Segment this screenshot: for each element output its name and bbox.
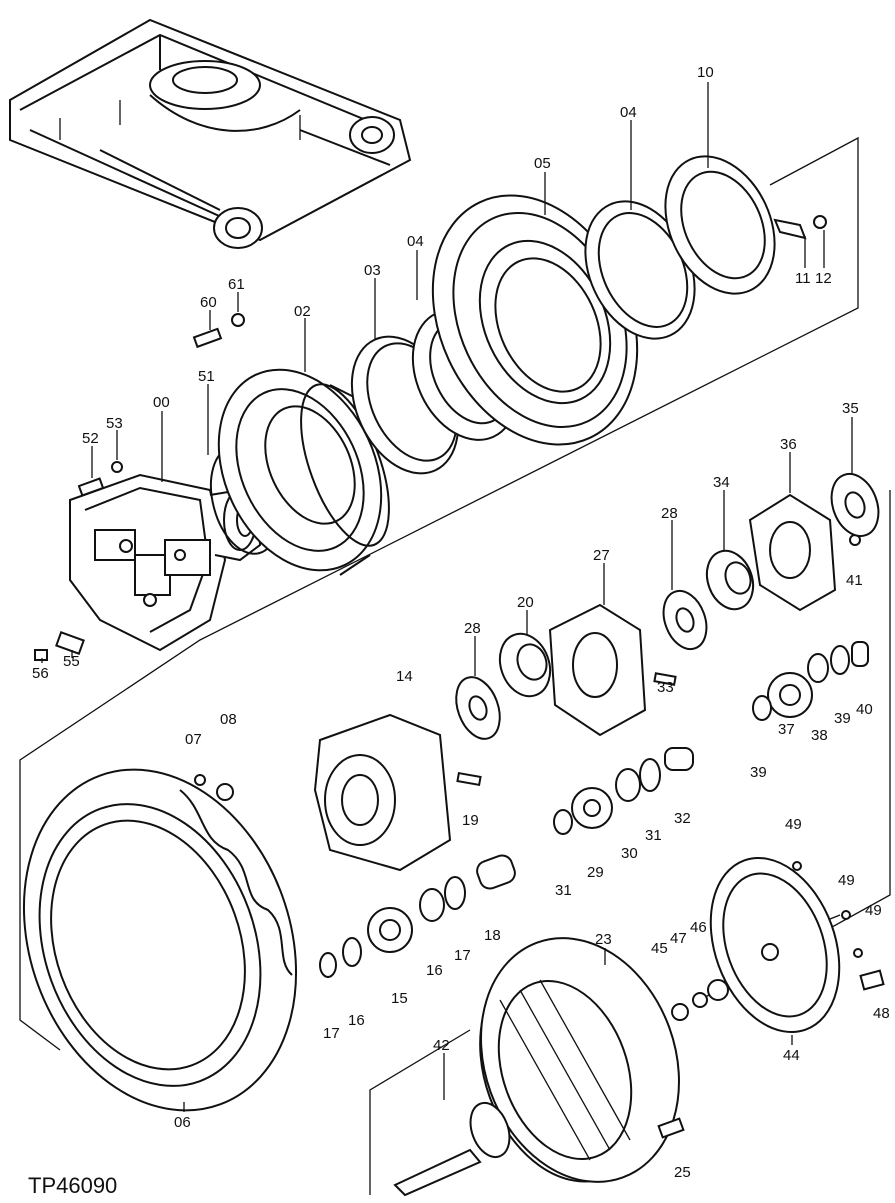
part-label: 55 [63, 653, 80, 670]
part-label: 02 [294, 303, 311, 320]
part-label: 16 [426, 962, 443, 979]
part-label: 53 [106, 415, 123, 432]
part-label: 49 [838, 872, 855, 889]
small-hardware [34, 215, 827, 661]
part-label: 08 [220, 711, 237, 728]
part-label: 15 [391, 990, 408, 1007]
ring-gear-06 [22, 768, 298, 1112]
part-label: 04 [620, 104, 637, 121]
part-label: 03 [364, 262, 381, 279]
part-label: 46 [690, 919, 707, 936]
part-label: 14 [396, 668, 413, 685]
part-label: 31 [555, 882, 572, 899]
part-label: 20 [517, 594, 534, 611]
part-label: 51 [198, 368, 215, 385]
part-label: 18 [484, 927, 501, 944]
part-label: 49 [865, 902, 882, 919]
cover-44 [671, 856, 885, 1034]
part-label: 37 [778, 721, 795, 738]
part-label: 35 [842, 400, 859, 417]
cover-plate-10 [664, 155, 776, 295]
part-label: 32 [674, 810, 691, 827]
shaft-42 [393, 1101, 685, 1197]
thrust-washer-28-upper [662, 589, 708, 651]
planet-gear-set-37 [752, 641, 869, 721]
thrust-washer-35 [830, 473, 880, 537]
part-label: 00 [153, 394, 170, 411]
part-label: 36 [780, 436, 797, 453]
part-label: 40 [856, 701, 873, 718]
part-label: 04 [407, 233, 424, 250]
part-label: 45 [651, 940, 668, 957]
part-label: 61 [228, 276, 245, 293]
part-label: 39 [750, 764, 767, 781]
part-number-labels: 10 04 05 04 03 02 00 61 60 51 52 53 56 5… [32, 64, 890, 1181]
part-label: 47 [670, 930, 687, 947]
part-label: 30 [621, 845, 638, 862]
part-label: 28 [661, 505, 678, 522]
housing-02 [217, 368, 390, 576]
part-label: 49 [785, 816, 802, 833]
leader-lines [41, 82, 853, 1112]
part-label: 56 [32, 665, 49, 682]
part-label: 11 [795, 270, 811, 287]
part-label: 12 [815, 270, 832, 287]
part-label: 27 [593, 547, 610, 564]
part-label: 42 [433, 1037, 450, 1054]
part-label: 07 [185, 731, 202, 748]
part-label: 41 [846, 572, 863, 589]
part-label: 34 [713, 474, 730, 491]
thrust-washer-28-lower [455, 676, 501, 740]
carrier-36 [748, 493, 861, 612]
part-label: 60 [200, 294, 217, 311]
part-label: 25 [674, 1164, 691, 1181]
hydraulic-motor [69, 473, 262, 652]
sun-gear-34 [705, 549, 755, 611]
carrier-14 [194, 713, 482, 872]
part-label: 52 [82, 430, 99, 447]
part-label: 28 [464, 620, 481, 637]
hub-23 [479, 937, 680, 1183]
part-label: 48 [873, 1005, 890, 1022]
part-label: 10 [697, 64, 714, 81]
planet-gear-set-15 [319, 854, 516, 978]
part-label: 38 [811, 727, 828, 744]
drawing-code: TP46090 [28, 1173, 117, 1198]
part-label: 17 [454, 947, 471, 964]
sun-gear-20 [498, 632, 552, 698]
part-label: 19 [462, 812, 479, 829]
part-label: 33 [657, 679, 674, 696]
part-label: 06 [174, 1114, 191, 1131]
part-label: 16 [348, 1012, 365, 1029]
part-label: 23 [595, 931, 612, 948]
carrier-27 [548, 603, 677, 737]
part-label: 44 [783, 1047, 800, 1064]
part-label: 05 [534, 155, 551, 172]
part-label: 29 [587, 864, 604, 881]
part-label: 31 [645, 827, 662, 844]
part-label: 17 [323, 1025, 340, 1042]
planet-gear-set-29 [553, 747, 694, 835]
part-label: 39 [834, 710, 851, 727]
track-frame-illustration [9, 18, 412, 249]
